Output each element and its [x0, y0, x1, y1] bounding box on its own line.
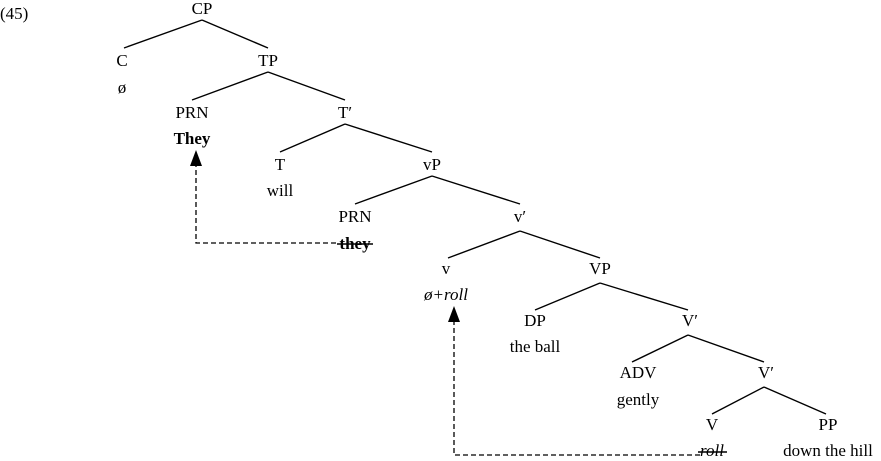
node-t-bar: T′ — [338, 103, 352, 122]
branch-Vbar1-adv — [631, 334, 689, 363]
word-prn-subject: They — [174, 129, 211, 148]
branch-cp-c — [123, 19, 203, 49]
word-adv: gently — [617, 390, 660, 409]
branch-Vbar2-V — [711, 386, 765, 415]
node-dp: DP — [524, 311, 546, 330]
branch-Vbar2-pp — [763, 386, 827, 415]
node-v-bar-2: V′ — [758, 363, 774, 382]
branch-tp-prn — [191, 71, 269, 101]
branch-tbar-t — [279, 123, 346, 153]
node-v-bar-small: v′ — [514, 207, 526, 226]
arrowhead-up — [190, 150, 202, 166]
branch-vbar-VP — [519, 230, 601, 259]
branch-Vbar1-Vbar2 — [687, 334, 765, 363]
movement-arrow-verb — [448, 306, 700, 456]
word-dp: the ball — [510, 337, 561, 356]
branch-VP-Vbar1 — [599, 282, 689, 311]
node-cp: CP — [192, 0, 213, 18]
node-t: T — [275, 155, 286, 174]
tree-branches — [123, 19, 827, 415]
movement-arrow-subject — [190, 150, 336, 244]
word-t: will — [267, 181, 294, 200]
word-v-big: roll — [700, 441, 724, 460]
node-c: C — [116, 51, 127, 70]
node-prn-trace: PRN — [338, 207, 371, 226]
node-tp: TP — [258, 51, 278, 70]
branch-tp-tbar — [267, 71, 346, 101]
node-prn-subject: PRN — [175, 103, 208, 122]
branch-cp-tp — [201, 19, 269, 49]
word-v-small: ø+roll — [423, 285, 468, 304]
example-number: (45) — [0, 4, 28, 23]
node-v-small: v — [442, 259, 451, 278]
arrowhead-up — [448, 306, 460, 322]
node-vp-small: vP — [423, 155, 441, 174]
word-pp: down the hill — [783, 441, 873, 460]
branch-vp-vbar — [431, 175, 521, 205]
branch-vbar-v — [447, 230, 521, 259]
node-adv: ADV — [620, 363, 658, 382]
node-v-big: V — [706, 415, 719, 434]
node-pp: PP — [819, 415, 838, 434]
node-v-bar-1: V′ — [682, 311, 698, 330]
node-vp-big: VP — [589, 259, 611, 278]
branch-tbar-vp — [344, 123, 433, 153]
word-c: ø — [118, 78, 127, 97]
branch-VP-dp — [534, 282, 601, 311]
branch-vp-prn — [354, 175, 433, 205]
